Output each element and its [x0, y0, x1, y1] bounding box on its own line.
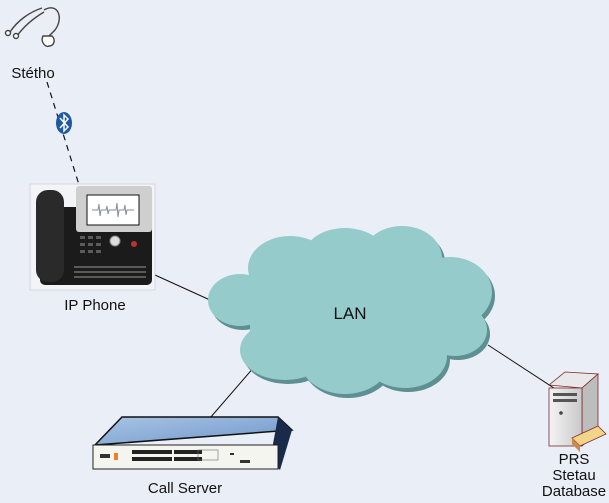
ip-phone-icon: [29, 183, 156, 291]
prs-label: PRS Stetau Database: [535, 452, 609, 500]
edge-callserver-lan: [209, 365, 256, 419]
prs-label-line-3: Database: [541, 483, 607, 500]
lan-label: LAN: [333, 304, 367, 323]
call-server-label: Call Server: [147, 480, 223, 497]
stethoscope-icon: [4, 7, 60, 48]
database-server-icon: [547, 371, 607, 452]
ip-phone-label: IP Phone: [64, 297, 126, 314]
lan-cloud-icon: [208, 226, 495, 398]
edge-phone-lan: [154, 274, 211, 301]
call-server-icon: [92, 416, 294, 470]
prs-label-line-2: Stetau: [552, 467, 596, 484]
edge-prs-lan: [487, 344, 561, 393]
bluetooth-icon: [56, 112, 72, 134]
edge-stetho-phone: [46, 81, 81, 189]
stetho-label: Stétho: [11, 65, 55, 82]
prs-label-line-1: PRS: [558, 451, 590, 468]
